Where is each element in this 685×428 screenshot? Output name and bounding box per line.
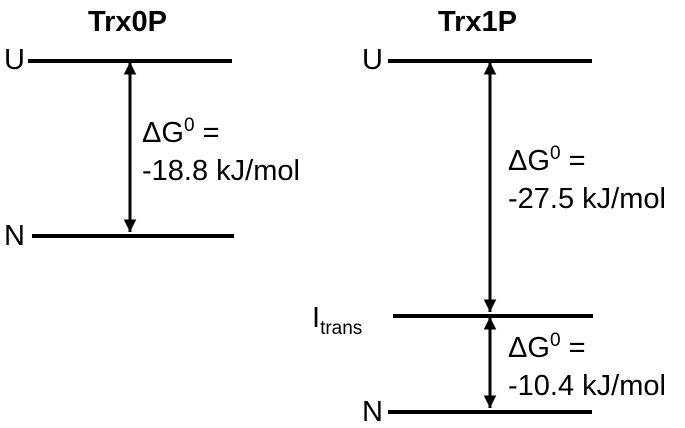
panel-title-trx0p: Trx0P xyxy=(88,6,167,38)
delta-g-value-trx0p: -18.8 kJ/mol xyxy=(142,154,300,187)
level-line-n-left xyxy=(32,234,234,238)
panel-title-trx1p: Trx1P xyxy=(438,6,517,38)
level-label-itrans: Itrans xyxy=(312,302,363,339)
level-line-u-left xyxy=(28,59,232,63)
delta-g-value-trx1p-lower: -10.4 kJ/mol xyxy=(508,369,666,402)
level-line-n-right xyxy=(388,410,592,414)
delta-g-label-trx0p: ΔG0 = -18.8 kJ/mol xyxy=(142,115,300,190)
delta-g-label-trx1p-lower: ΔG0 = -10.4 kJ/mol xyxy=(508,330,666,405)
level-line-u-right xyxy=(388,59,592,63)
level-line-itrans xyxy=(393,314,593,318)
level-label-u-right: U xyxy=(362,44,383,76)
level-label-n-left: N xyxy=(4,220,25,252)
delta-g-label-trx1p-upper: ΔG0 = -27.5 kJ/mol xyxy=(508,143,666,218)
level-label-u-left: U xyxy=(4,44,25,76)
delta-g-value-trx1p-upper: -27.5 kJ/mol xyxy=(508,182,666,215)
level-label-n-right: N xyxy=(362,396,383,428)
